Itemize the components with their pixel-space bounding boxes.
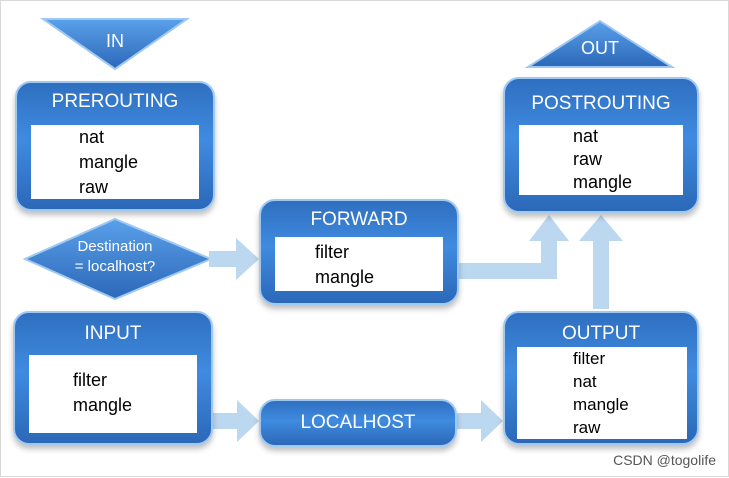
decision-label: Destination = localhost? [45, 237, 185, 277]
output-title: OUTPUT [561, 323, 641, 344]
input-title: INPUT [84, 323, 142, 344]
postrouting-tables: nat raw mangle [519, 125, 683, 195]
localhost-title: LOCALHOST [300, 412, 416, 433]
watermark: CSDN @togolife [613, 452, 716, 468]
postrouting-chain: POSTROUTING nat raw mangle [503, 77, 699, 213]
postrouting-table: raw [573, 149, 603, 169]
out-label: OUT [581, 38, 619, 58]
arrow-output-to-postrouting [579, 215, 623, 309]
out-triangle [524, 19, 676, 68]
output-table: nat [573, 372, 597, 391]
forward-table: filter [315, 242, 350, 262]
in-label: IN [106, 31, 124, 51]
input-chain: INPUT filter mangle [13, 311, 213, 445]
output-tables: filter nat mangle raw [517, 347, 687, 439]
localhost-node: LOCALHOST [259, 399, 457, 447]
input-table: mangle [73, 395, 133, 415]
forward-chain: FORWARD filter mangle [259, 199, 459, 305]
arrow-to-forward [209, 238, 259, 280]
prerouting-table: nat [79, 127, 105, 147]
output-table: filter [573, 349, 606, 368]
prerouting-chain: PREROUTING nat mangle raw [15, 81, 215, 211]
input-table: filter [73, 370, 108, 390]
input-tables: filter mangle [29, 355, 197, 433]
prerouting-table: mangle [79, 152, 139, 172]
decision-line-2: = localhost? [74, 258, 156, 275]
prerouting-table: raw [79, 177, 109, 197]
prerouting-tables: nat mangle raw [31, 125, 199, 199]
arrow-forward-to-postrouting [459, 215, 569, 279]
postrouting-title: POSTROUTING [531, 93, 671, 114]
decision-line-1: Destination [77, 238, 153, 255]
arrow-localhost-to-output [457, 400, 503, 442]
in-triangle [39, 18, 191, 71]
forward-title: FORWARD [310, 209, 408, 230]
forward-table: mangle [315, 267, 375, 287]
output-table: raw [573, 418, 601, 437]
forward-tables: filter mangle [275, 237, 443, 291]
arrow-input-to-localhost [213, 400, 259, 442]
decision-diamond [22, 217, 214, 301]
output-table: mangle [573, 395, 629, 414]
postrouting-table: mangle [573, 172, 633, 192]
postrouting-table: nat [573, 126, 599, 146]
output-chain: OUTPUT filter nat mangle raw [503, 311, 699, 445]
prerouting-title: PREROUTING [51, 91, 179, 112]
